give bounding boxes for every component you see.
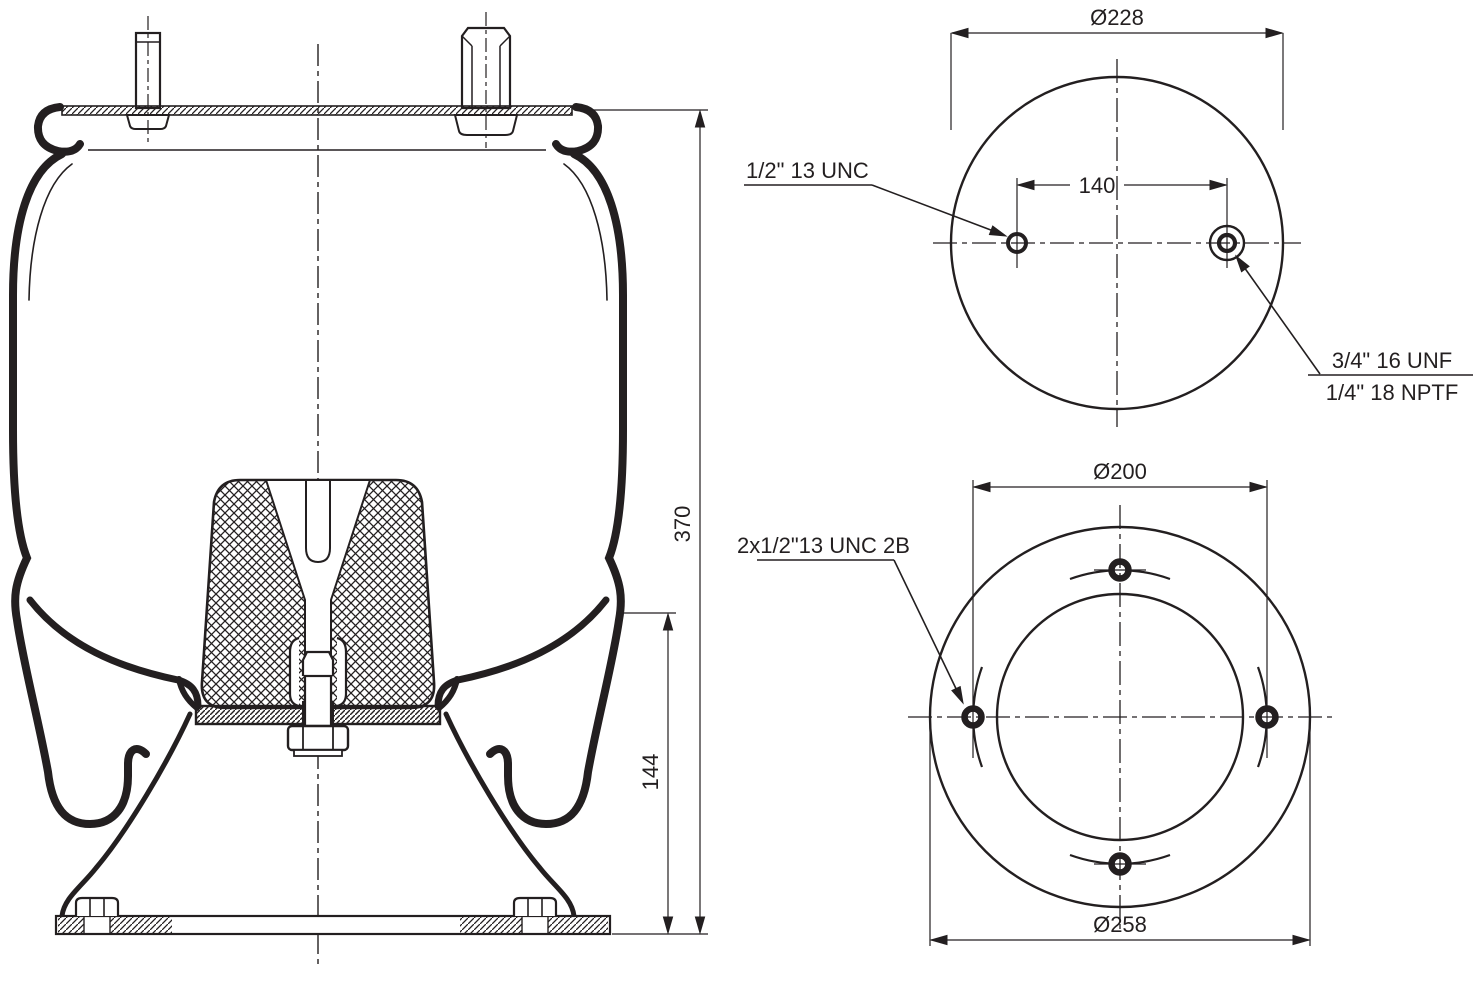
dimension-stud-spacing-140: 140 [1017, 173, 1227, 198]
arrowhead [930, 934, 948, 946]
mounting-holes-label: 2x1/2"13 UNC 2B [737, 533, 910, 558]
dim-370-label: 370 [670, 506, 695, 543]
dimension-outer-diameter-258: Ø258 [929, 720, 1311, 946]
side-view: 370 144 [9, 12, 708, 964]
base-nut [512, 896, 558, 916]
arrowhead [988, 225, 1009, 241]
center-bolt [286, 636, 350, 757]
air-fitting-thread-callout: 3/4" 16 UNF 1/4" 18 NPTF [1231, 252, 1473, 405]
piston-skirt [59, 711, 193, 919]
dimension-overall-height: 370 [578, 109, 708, 935]
bumper-bore [305, 481, 331, 564]
top-view: Ø228 140 1/2" 13 UNC 3/4" 16 UNF 1/4" 18… [744, 5, 1473, 427]
arrowhead [951, 686, 968, 706]
dim-258-label: Ø258 [1093, 912, 1147, 937]
dim-144-label: 144 [638, 754, 663, 791]
plate-bead-left [33, 103, 84, 156]
arrowhead [1209, 179, 1227, 191]
piston-skirt [443, 711, 577, 919]
arrowhead [1017, 179, 1035, 191]
arrowhead [662, 916, 674, 934]
base-nut [74, 896, 120, 916]
arrowhead [1249, 481, 1267, 493]
top-plate [33, 103, 603, 156]
dim-228-label: Ø228 [1090, 5, 1144, 30]
dimension-outer-diameter-228: Ø228 [950, 5, 1284, 130]
bellows-outline [9, 150, 627, 919]
arrowhead [951, 27, 969, 39]
dim-200-label: Ø200 [1093, 459, 1147, 484]
mounting-stud [125, 16, 171, 144]
arrowhead [662, 613, 674, 631]
piston-base-plate [54, 896, 612, 936]
dim-140-label: 140 [1079, 173, 1116, 198]
mounting-holes-callout: 2x1/2"13 UNC 2B [737, 533, 968, 706]
air-fitting-thread-alt-label: 1/4" 18 NPTF [1326, 380, 1459, 405]
dimension-piston-height: 144 [624, 612, 676, 934]
arrowhead [694, 110, 706, 128]
stud-thread-callout: 1/2" 13 UNC [744, 158, 1009, 241]
air-fitting [453, 12, 519, 148]
dimension-bolt-circle-200: Ø200 [972, 459, 1268, 758]
arrowhead [973, 481, 991, 493]
arrowhead [1265, 27, 1283, 39]
bottom-view: Ø200 Ø258 2x1/2"13 UNC 2B [737, 459, 1332, 946]
rubber-bumper [200, 478, 436, 710]
stud-thread-label: 1/2" 13 UNC [746, 158, 869, 183]
plate-bead-right [552, 103, 603, 156]
air-fitting-thread-label: 3/4" 16 UNF [1332, 348, 1452, 373]
arrowhead [1292, 934, 1310, 946]
arrowhead [694, 916, 706, 934]
